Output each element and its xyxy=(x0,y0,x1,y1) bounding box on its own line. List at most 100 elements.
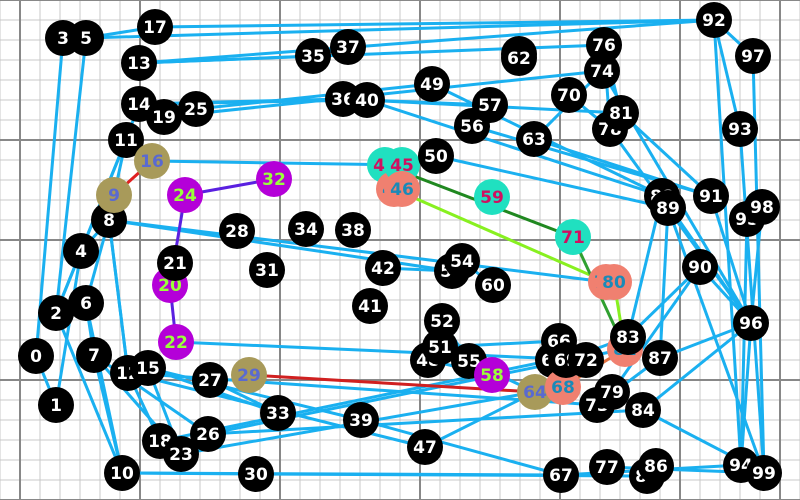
node-97[interactable]: 97 xyxy=(735,38,771,74)
node-57[interactable]: 57 xyxy=(472,87,508,123)
node-10[interactable]: 10 xyxy=(104,455,140,491)
node-26[interactable]: 26 xyxy=(190,416,226,452)
node-87[interactable]: 87 xyxy=(642,340,678,376)
node-99[interactable]: 99 xyxy=(746,455,782,491)
node-91[interactable]: 91 xyxy=(693,178,729,214)
edge-17-92 xyxy=(154,18,715,29)
node-21[interactable]: 21 xyxy=(157,245,193,281)
node-35[interactable]: 35 xyxy=(295,38,331,74)
node-circle xyxy=(260,395,296,431)
node-circle xyxy=(545,369,581,405)
node-83[interactable]: 83 xyxy=(610,319,646,355)
node-92[interactable]: 92 xyxy=(696,2,732,38)
node-7[interactable]: 7 xyxy=(76,337,112,373)
node-79[interactable]: 79 xyxy=(594,374,630,410)
node-5[interactable]: 5 xyxy=(68,20,104,56)
node-6[interactable]: 6 xyxy=(68,285,104,321)
node-1[interactable]: 1 xyxy=(38,387,74,423)
node-circle xyxy=(424,303,460,339)
node-54[interactable]: 54 xyxy=(444,243,480,279)
node-52[interactable]: 52 xyxy=(424,303,460,339)
node-50[interactable]: 50 xyxy=(418,138,454,174)
node-30[interactable]: 30 xyxy=(238,456,274,492)
node-40[interactable]: 40 xyxy=(349,82,385,118)
node-29[interactable]: 29 xyxy=(231,357,267,393)
node-32[interactable]: 32 xyxy=(256,161,292,197)
node-label: 37 xyxy=(336,38,360,58)
node-46[interactable]: 46 xyxy=(384,171,420,207)
node-96[interactable]: 96 xyxy=(733,305,769,341)
node-label: 29 xyxy=(237,366,261,386)
node-67[interactable]: 67 xyxy=(543,457,579,493)
node-59[interactable]: 59 xyxy=(474,179,510,215)
node-93[interactable]: 93 xyxy=(722,111,758,147)
node-49[interactable]: 49 xyxy=(414,66,450,102)
edge-95-94 xyxy=(739,218,749,466)
node-17[interactable]: 17 xyxy=(137,9,173,45)
node-24[interactable]: 24 xyxy=(167,177,203,213)
node-62[interactable]: 62 xyxy=(501,40,537,76)
node-circle xyxy=(231,357,267,393)
node-label: 22 xyxy=(164,333,188,353)
node-circle xyxy=(638,448,674,484)
node-4[interactable]: 4 xyxy=(63,233,99,269)
node-23[interactable]: 23 xyxy=(163,436,199,472)
node-label: 32 xyxy=(262,170,286,190)
node-label: 14 xyxy=(127,95,151,115)
edge-22-72 xyxy=(175,340,587,362)
node-label: 72 xyxy=(574,351,598,371)
node-74[interactable]: 74 xyxy=(584,53,620,89)
node-70[interactable]: 70 xyxy=(551,77,587,113)
node-68[interactable]: 68 xyxy=(545,369,581,405)
node-circle xyxy=(96,177,132,213)
node-51[interactable]: 51 xyxy=(422,329,458,365)
node-33[interactable]: 33 xyxy=(260,395,296,431)
node-31[interactable]: 31 xyxy=(249,252,285,288)
node-circle xyxy=(349,82,385,118)
node-circle xyxy=(384,171,420,207)
node-89[interactable]: 89 xyxy=(650,190,686,226)
node-38[interactable]: 38 xyxy=(335,212,371,248)
node-42[interactable]: 42 xyxy=(365,250,401,286)
node-22[interactable]: 22 xyxy=(158,324,194,360)
node-71[interactable]: 71 xyxy=(555,219,591,255)
node-2[interactable]: 2 xyxy=(38,295,74,331)
edge-6-10 xyxy=(84,302,124,474)
node-label: 89 xyxy=(656,199,680,219)
node-63[interactable]: 63 xyxy=(516,121,552,157)
node-64[interactable]: 64 xyxy=(517,374,553,410)
node-circle xyxy=(722,111,758,147)
node-label: 83 xyxy=(616,328,640,348)
node-label: 24 xyxy=(173,186,197,206)
node-98[interactable]: 98 xyxy=(744,189,780,225)
node-76[interactable]: 76 xyxy=(586,27,622,63)
edge-2-5 xyxy=(54,37,88,314)
node-28[interactable]: 28 xyxy=(219,213,255,249)
node-27[interactable]: 27 xyxy=(192,362,228,398)
node-19[interactable]: 19 xyxy=(146,99,182,135)
node-13[interactable]: 13 xyxy=(121,45,157,81)
node-60[interactable]: 60 xyxy=(475,267,511,303)
node-84[interactable]: 84 xyxy=(625,392,661,428)
node-15[interactable]: 15 xyxy=(130,350,166,386)
node-0[interactable]: 0 xyxy=(18,338,54,374)
node-25[interactable]: 25 xyxy=(178,91,214,127)
node-80[interactable]: 80 xyxy=(596,264,632,300)
node-58[interactable]: 58 xyxy=(474,357,510,393)
node-circle xyxy=(121,45,157,81)
node-34[interactable]: 34 xyxy=(288,211,324,247)
node-16[interactable]: 16 xyxy=(134,143,170,179)
node-37[interactable]: 37 xyxy=(330,29,366,65)
node-90[interactable]: 90 xyxy=(682,249,718,285)
node-77[interactable]: 77 xyxy=(589,449,625,485)
node-81[interactable]: 81 xyxy=(603,95,639,131)
node-41[interactable]: 41 xyxy=(352,288,388,324)
node-39[interactable]: 39 xyxy=(343,402,379,438)
node-11[interactable]: 11 xyxy=(108,122,144,158)
node-label: 19 xyxy=(152,108,176,128)
node-9[interactable]: 9 xyxy=(96,177,132,213)
node-86[interactable]: 86 xyxy=(638,448,674,484)
node-47[interactable]: 47 xyxy=(407,429,443,465)
node-72[interactable]: 72 xyxy=(568,342,604,378)
node-circle xyxy=(190,416,226,452)
